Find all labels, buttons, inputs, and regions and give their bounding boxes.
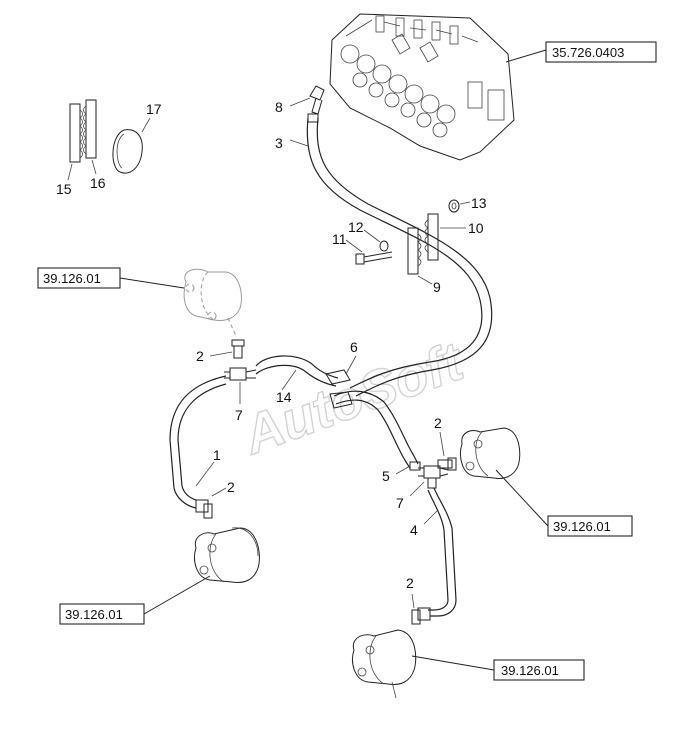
callout-16: 16 [90, 175, 106, 191]
nut-13 [448, 199, 460, 213]
callout-1: 1 [213, 447, 221, 463]
callout-17: 17 [146, 101, 162, 117]
callout-4: 4 [410, 522, 418, 538]
adapter-2-right-upper [437, 457, 457, 471]
hose-clamp-17 [112, 129, 143, 174]
callout-7-left: 7 [235, 407, 243, 423]
callout-2-lower-right: 2 [406, 575, 414, 591]
callout-2-lower-left: 2 [227, 479, 235, 495]
control-valve-block [329, 13, 515, 161]
callout-13: 13 [471, 195, 487, 211]
callout-10: 10 [468, 220, 484, 236]
clamp-9 [407, 227, 422, 275]
washer-12 [379, 240, 389, 252]
clamp-10 [424, 213, 439, 261]
callout-14: 14 [276, 389, 292, 405]
callout-9: 9 [433, 279, 441, 295]
ref-label-motor-a: 39.126.01 [43, 271, 101, 286]
ref-label-motor-c: 39.126.01 [553, 519, 611, 534]
adapter-2-lower-right [411, 607, 431, 625]
callout-6: 6 [350, 339, 358, 355]
callout-3: 3 [275, 135, 283, 151]
tee-fitting-7-right [418, 465, 449, 489]
adapter-2-upper-left [231, 339, 245, 359]
callout-7-right: 7 [396, 495, 404, 511]
callout-5: 5 [382, 468, 390, 484]
clamp-strip-16 [83, 99, 97, 159]
tee-fitting-7-left [224, 367, 257, 381]
adapter-5 [409, 461, 421, 471]
ref-label-motor-b: 39.126.01 [65, 607, 123, 622]
adapter-2-lower-left [195, 499, 213, 519]
wheel-motor-d [352, 629, 417, 699]
callout-11: 11 [332, 231, 347, 247]
bolt-11 [355, 251, 393, 265]
wheel-motor-a [183, 268, 242, 337]
callout-15: 15 [56, 181, 72, 197]
callout-8: 8 [275, 99, 283, 115]
callout-12: 12 [348, 219, 364, 235]
callout-2-right-upper: 2 [434, 415, 442, 431]
wheel-motor-c [460, 427, 521, 479]
clamp-strip-15 [69, 103, 83, 163]
elbow-fitting-8 [309, 85, 325, 115]
wheel-motor-b [194, 527, 260, 583]
ref-label-valve: 35.726.0403 [552, 45, 624, 60]
ref-label-motor-d: 39.126.01 [501, 663, 559, 678]
callout-2-upper-left: 2 [196, 348, 204, 364]
